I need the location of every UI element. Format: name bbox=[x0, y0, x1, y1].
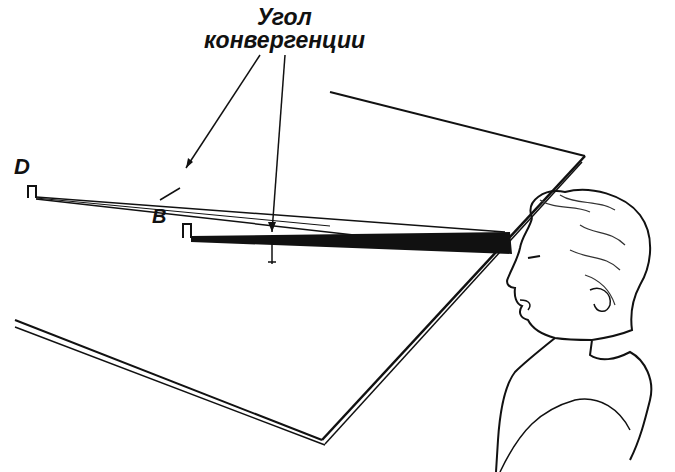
callout-label: Угол конвергенции bbox=[192, 6, 377, 52]
shoulder-outline bbox=[496, 338, 555, 472]
post-symbol bbox=[28, 186, 36, 198]
leader-line bbox=[160, 188, 180, 200]
ear-outline bbox=[590, 288, 610, 311]
board-edge bbox=[322, 156, 585, 440]
board-edge bbox=[15, 327, 325, 445]
collar-outline bbox=[500, 399, 630, 472]
eye-mark bbox=[528, 256, 540, 258]
arc-mark bbox=[271, 242, 273, 264]
arrow-head bbox=[268, 222, 276, 232]
sight-wedge bbox=[191, 232, 512, 254]
sight-line bbox=[36, 197, 505, 232]
hair-strokes bbox=[540, 195, 625, 305]
leader-line bbox=[186, 55, 260, 168]
post-label: В bbox=[152, 206, 182, 226]
leader-line bbox=[272, 55, 285, 232]
arrow-head bbox=[186, 158, 193, 168]
head-outline bbox=[531, 190, 652, 460]
post-symbol bbox=[183, 224, 191, 238]
board-edge bbox=[330, 92, 585, 156]
mouth-mark bbox=[520, 300, 530, 310]
post-label: D bbox=[14, 156, 44, 178]
sight-line bbox=[36, 198, 330, 226]
board-edge bbox=[325, 162, 582, 444]
face-profile bbox=[507, 218, 592, 340]
board-edge bbox=[15, 320, 322, 440]
